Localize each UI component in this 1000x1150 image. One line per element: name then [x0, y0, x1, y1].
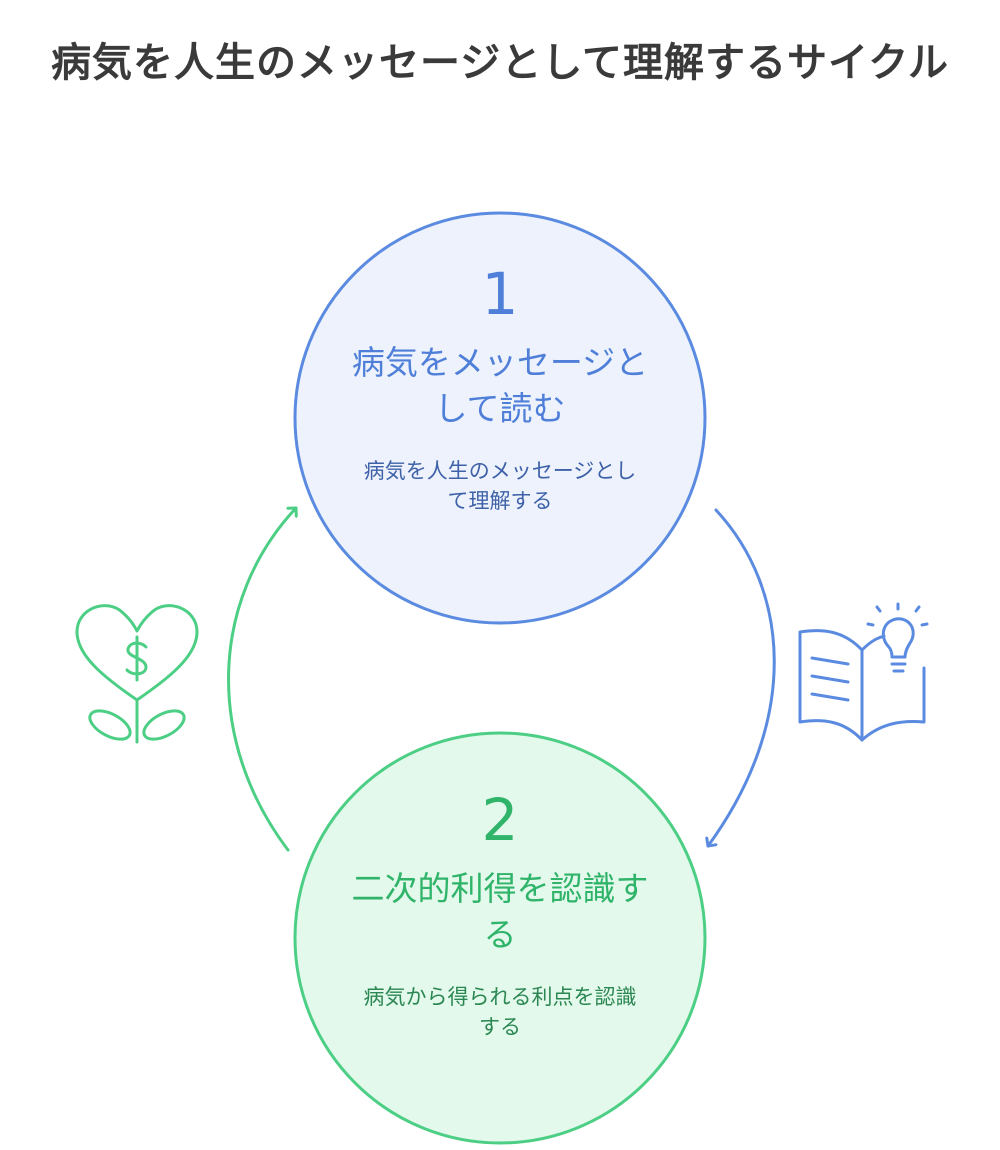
step-2-circle	[293, 731, 707, 1145]
heart-dollar-plant-icon	[75, 604, 199, 744]
step-1-description: 病気を人生のメッセージとして理解する	[363, 459, 637, 513]
page-title: 病気を人生のメッセージとして理解するサイクル	[51, 40, 949, 86]
step-2-description: 病気から得られる利点を認識する	[363, 985, 637, 1039]
step-2-label: 二次的利得を認識する	[351, 869, 649, 954]
step-2-number: 2	[481, 786, 519, 854]
step-1-number: 1	[481, 260, 519, 328]
step-1-label: 病気をメッセージとして読む	[351, 343, 649, 428]
step-1-circle	[293, 211, 707, 625]
open-book-lightbulb-icon	[798, 602, 929, 742]
arrow-1-to-2	[708, 508, 776, 848]
step-1-node: 1 病気をメッセージとして読む 病気を人生のメッセージとして理解する	[330, 262, 670, 516]
step-2-node: 2 二次的利得を認識する 病気から得られる利点を認識する	[340, 788, 660, 1042]
arrow-2-to-1	[227, 506, 296, 852]
